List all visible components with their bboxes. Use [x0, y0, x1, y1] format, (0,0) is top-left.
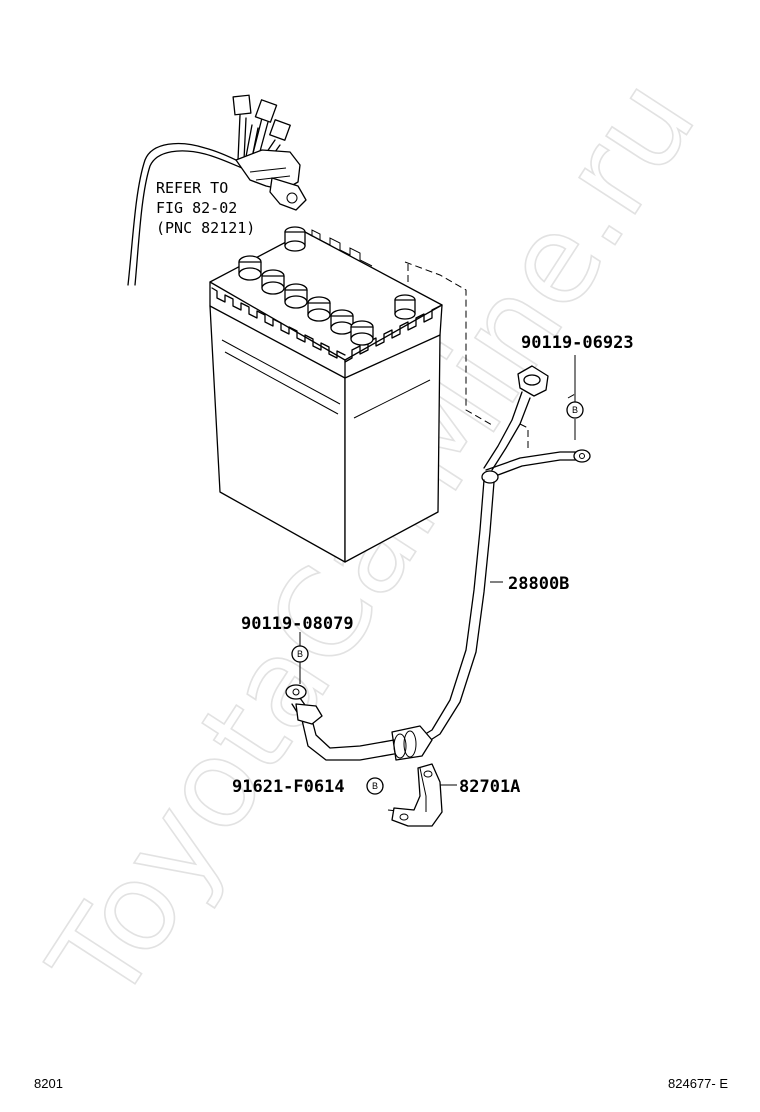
part-label-bolt-left: 90119-08079 — [241, 614, 354, 634]
figure-number: 8201 — [34, 1076, 63, 1091]
fastener-mark-clamp-text: B — [372, 781, 378, 791]
part-label-nut-clamp: 91621-F0614 — [232, 777, 345, 797]
part-label-cable: 28800B — [508, 574, 569, 594]
fastener-mark-left-text: B — [297, 649, 303, 659]
cable-clamp — [391, 763, 443, 827]
part-label-clamp: 82701A — [459, 777, 520, 797]
reference-note-line1: REFER TO — [156, 179, 228, 197]
battery — [209, 226, 443, 563]
ground-cable — [285, 365, 591, 761]
fastener-mark-clamp: B — [366, 777, 384, 795]
part-label-bolt-top: 90119-06923 — [521, 333, 634, 353]
leader-lines — [299, 355, 576, 786]
reference-note-line2: FIG 82-02 — [156, 199, 237, 217]
battery-cell-caps — [238, 255, 374, 346]
fastener-mark-top: B — [566, 401, 584, 419]
fastener-mark-top-text: B — [572, 405, 578, 415]
wire-harness — [127, 94, 307, 286]
drawing-id: 824677- E — [668, 1076, 728, 1091]
battery-terminals — [284, 226, 416, 320]
reference-note-line3: (PNC 82121) — [156, 219, 255, 237]
fastener-mark-left: B — [291, 645, 309, 663]
